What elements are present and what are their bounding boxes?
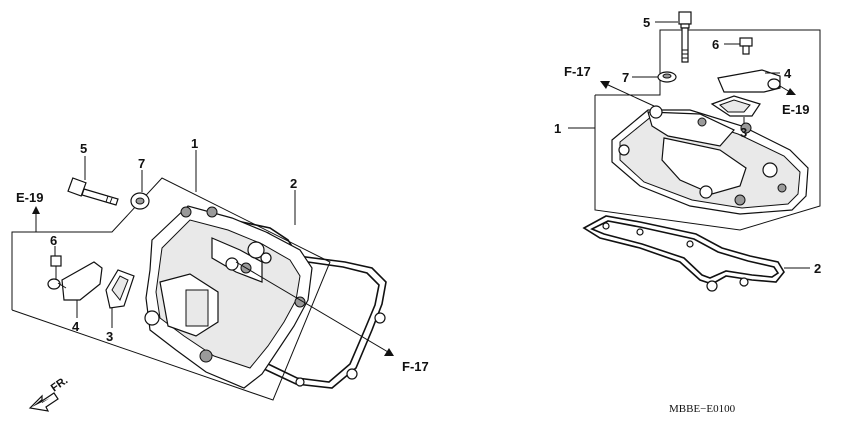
right-callout-7: 7 <box>622 70 629 85</box>
right-ref-e19: E-19 <box>782 102 809 117</box>
left-callout-3: 3 <box>106 329 113 344</box>
left-cylinder-head-cover <box>144 205 313 389</box>
drawing-code: MBBE−E0100 <box>669 403 736 415</box>
left-ref-f17: F-17 <box>402 359 429 374</box>
right-callout-2: 2 <box>814 261 821 276</box>
left-washer <box>130 192 150 210</box>
left-f17-arrowhead <box>384 348 394 356</box>
right-callout-4: 4 <box>784 66 792 81</box>
left-callout-1: 1 <box>191 136 198 151</box>
left-callout-2: 2 <box>290 176 297 191</box>
right-callout-6: 6 <box>712 37 719 52</box>
right-small-bolt <box>739 37 753 55</box>
right-f17-arrow-line <box>605 83 655 107</box>
left-callout-5: 5 <box>80 141 87 156</box>
right-f17-arrowhead <box>600 81 610 89</box>
left-bracket <box>47 261 103 301</box>
left-small-bolt <box>50 255 62 280</box>
right-e19-arrowhead <box>786 88 796 95</box>
left-assembly-boundary <box>11 177 331 401</box>
right-callout-1: 1 <box>554 121 561 136</box>
left-e19-arrowhead <box>32 206 40 214</box>
left-view: FR. 1 2 5 7 6 4 3 E-19 F-17 <box>11 136 429 412</box>
fr-arrow-icon <box>28 392 59 412</box>
right-callout-3: 3 <box>740 125 747 140</box>
right-bracket <box>717 69 781 93</box>
left-separator <box>105 269 135 309</box>
left-ref-e19: E-19 <box>16 190 43 205</box>
left-f17-arrow-line <box>235 261 389 353</box>
right-gasket <box>582 215 785 292</box>
left-callout-6: 6 <box>50 233 57 248</box>
right-washer <box>657 71 677 83</box>
right-bolt <box>678 11 692 63</box>
right-cylinder-head-cover <box>611 105 809 215</box>
right-ref-f17: F-17 <box>564 64 591 79</box>
right-assembly-boundary <box>594 29 821 231</box>
left-callout-4: 4 <box>72 319 80 334</box>
right-callout-5: 5 <box>643 15 650 30</box>
right-separator <box>710 95 761 117</box>
fr-label: FR. <box>49 374 70 394</box>
left-callout-7: 7 <box>138 156 145 171</box>
right-view: 5 6 7 4 3 1 2 F-17 E-19 <box>554 11 821 292</box>
left-bolt <box>67 177 119 206</box>
